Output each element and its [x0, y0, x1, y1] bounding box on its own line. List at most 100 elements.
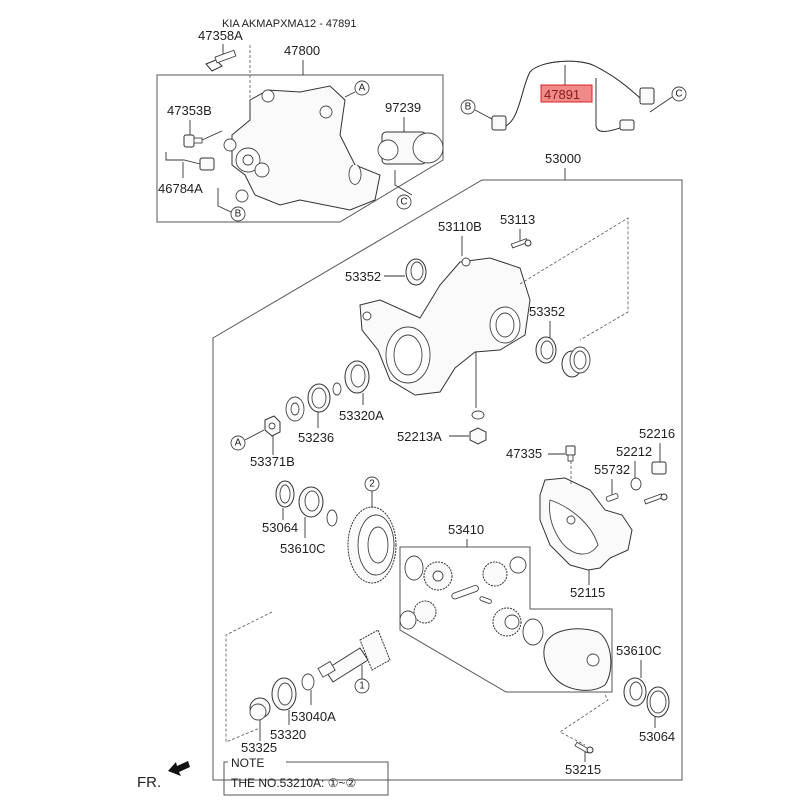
dashline-53215: [559, 694, 609, 746]
washer: [285, 396, 305, 422]
part-label-55732[interactable]: 55732: [594, 462, 630, 477]
part-label-52216[interactable]: 52216: [639, 426, 675, 441]
drive-pinion: [317, 629, 391, 683]
differential-gears: [399, 555, 544, 646]
callout-B-harness: B: [460, 99, 476, 115]
part-label-46784A[interactable]: 46784A: [158, 181, 203, 196]
part-label-53000[interactable]: 53000: [545, 151, 581, 166]
wiring-harness: [491, 60, 655, 132]
svg-text:A: A: [235, 438, 242, 449]
diagram-title: KIA AKMAPXMA12 - 47891: [222, 18, 357, 30]
svg-text:2: 2: [369, 479, 375, 490]
sensor-icon: [183, 134, 203, 148]
gasket-52212: [630, 477, 642, 491]
part-label-52213A[interactable]: 52213A: [397, 429, 442, 444]
connector-icon: [165, 152, 215, 171]
part-label-52115[interactable]: 52115: [570, 585, 605, 600]
svg-text:B: B: [465, 102, 472, 113]
part-label-53371B[interactable]: 53371B: [250, 454, 295, 469]
leader-callout-A-top: [344, 91, 356, 98]
svg-text:1: 1: [359, 681, 365, 692]
dashline-pinion: [225, 611, 273, 743]
part-label-53610C-right[interactable]: 53610C: [616, 643, 662, 658]
part-label-47800[interactable]: 47800: [284, 43, 320, 58]
svg-text:B: B: [235, 209, 242, 220]
ring-gear: [347, 506, 397, 584]
callout-B-top: B: [230, 206, 246, 222]
cover-bolt: [643, 493, 668, 505]
part-label-53410[interactable]: 53410: [448, 522, 484, 537]
frame-53000: [212, 179, 683, 781]
part-label-53320[interactable]: 53320: [270, 727, 306, 742]
callout-A-top: A: [354, 80, 370, 96]
bearing-53320: [271, 677, 297, 711]
highlight-box-47891: [540, 84, 593, 103]
harness-connector-C: [619, 119, 635, 131]
frame-53410: [399, 546, 613, 693]
flange-sleeve: [561, 346, 591, 378]
shim: [326, 509, 338, 527]
dashline-housing-right: [519, 217, 629, 341]
part-label-53110B[interactable]: 53110B: [438, 219, 482, 234]
svg-text:C: C: [675, 89, 682, 100]
callout-A-pinion: A: [230, 435, 246, 451]
front-label: FR.: [137, 774, 161, 791]
snap-ring-53040A: [301, 673, 315, 691]
svg-text:A: A: [359, 83, 366, 94]
front-arrow-icon: [168, 761, 190, 776]
callout-C-top: C: [396, 194, 412, 210]
part-label-53113[interactable]: 53113: [500, 212, 535, 227]
transfer-case-housing: [223, 85, 381, 211]
leader-callout-C-top: [394, 170, 413, 196]
seal-53064-left: [275, 480, 295, 508]
part-label-53352-right[interactable]: 53352: [529, 304, 565, 319]
actuator-motor: [377, 131, 444, 165]
bearing-53320A: [344, 360, 370, 394]
callout-2-ring-gear: 2: [364, 476, 380, 492]
part-label-47358A[interactable]: 47358A: [198, 28, 243, 43]
leader-callout-A-pinion: [244, 429, 265, 441]
bolt-53113-icon: [510, 238, 532, 249]
part-label-52212[interactable]: 52212: [616, 444, 652, 459]
part-label-47891[interactable]: 47891: [544, 87, 580, 102]
leader-callout-B-harness: [474, 109, 493, 120]
bolt-icon: [205, 49, 237, 72]
part-label-53320A[interactable]: 53320A: [339, 408, 384, 423]
collapsible-spacer-53325: [249, 697, 271, 721]
seal-53352-left: [405, 258, 427, 286]
rear-cover-52115: [539, 477, 633, 571]
svg-text:C: C: [400, 197, 407, 208]
differential-carrier-housing: [359, 257, 531, 396]
front-direction-indicator: FR.: [137, 761, 190, 791]
seal-53236: [307, 383, 331, 413]
leader-callout-C-harness: [649, 96, 673, 113]
callout-C-harness: C: [671, 86, 687, 102]
o-ring: [332, 382, 342, 396]
part-label-53064-left[interactable]: 53064: [262, 520, 298, 535]
note-text: THE NO.53210A: ①~②: [231, 776, 356, 790]
part-label-47353B[interactable]: 47353B: [167, 103, 212, 118]
drain-plug-washer: [471, 410, 485, 420]
part-label-53325[interactable]: 53325: [241, 740, 277, 755]
drain-plug-52213A: [469, 427, 487, 445]
harness-connector-B: [491, 115, 507, 131]
part-label-53352-left[interactable]: 53352: [345, 269, 381, 284]
part-label-53064-right[interactable]: 53064: [639, 729, 675, 744]
leader-47353B-part: [201, 130, 223, 141]
harness-connector-top: [639, 87, 655, 105]
part-label-53040A[interactable]: 53040A: [291, 709, 336, 724]
seal-53352-right: [535, 336, 557, 364]
part-label-53610C-left[interactable]: 53610C: [280, 541, 326, 556]
part-label-53215[interactable]: 53215: [565, 762, 601, 777]
nut-53371B: [264, 415, 281, 437]
pin-55732: [605, 493, 619, 502]
bearing-53610C-right: [623, 677, 647, 707]
seal-53064-right: [646, 686, 670, 718]
bolt-53215-icon: [574, 741, 594, 754]
part-label-53236[interactable]: 53236: [298, 430, 334, 445]
part-label-47335[interactable]: 47335: [506, 446, 542, 461]
differential-case: [543, 628, 612, 691]
part-label-97239[interactable]: 97239: [385, 100, 421, 115]
note-box: NOTE THE NO.53210A: ①~②: [223, 756, 389, 796]
